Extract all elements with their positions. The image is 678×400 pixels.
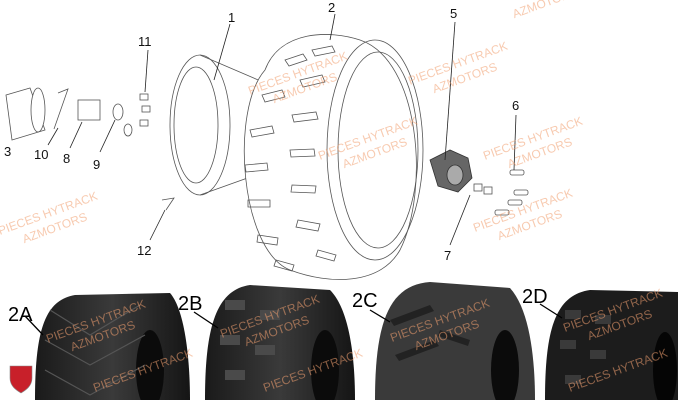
callout-12: 12 xyxy=(137,243,151,258)
callout-5: 5 xyxy=(450,6,457,21)
washer-part-9 xyxy=(112,103,133,137)
variant-leaders xyxy=(24,303,563,336)
callout-6: 6 xyxy=(512,98,519,113)
valve-part-12 xyxy=(161,197,175,211)
hub-cap-part-3 xyxy=(5,87,46,141)
callout-9: 9 xyxy=(93,157,100,172)
tire-part-2 xyxy=(243,34,424,280)
callout-2: 2 xyxy=(328,0,335,15)
callout-labels: 1 2 5 11 6 3 10 8 9 12 7 xyxy=(4,0,519,263)
variant-2d-label: 2D xyxy=(522,286,548,308)
tire-2d-photo xyxy=(545,290,678,400)
variant-2c-label: 2C xyxy=(352,290,378,312)
tire-2c-photo xyxy=(375,282,535,400)
brand-shield-logo xyxy=(9,365,33,394)
nuts-part-7 xyxy=(473,183,493,195)
variant-2a-label: 2A xyxy=(8,304,33,326)
callout-10: 10 xyxy=(34,147,48,162)
castle-nut-part-8 xyxy=(77,99,101,121)
tire-2a-photo xyxy=(35,293,190,400)
callout-7: 7 xyxy=(444,248,451,263)
callout-3: 3 xyxy=(4,144,11,159)
studs-part-6 xyxy=(494,169,529,216)
cotter-pin-part-10 xyxy=(53,88,69,130)
callout-11: 11 xyxy=(138,34,152,49)
callout-1: 1 xyxy=(228,10,235,25)
bolts-part-11 xyxy=(139,93,151,127)
leader-lines xyxy=(47,13,517,246)
tire-2b-photo xyxy=(205,285,355,400)
callout-8: 8 xyxy=(63,151,70,166)
hub-part-5 xyxy=(429,149,473,193)
watermark-text: AZMOTORS xyxy=(511,0,579,21)
variant-2b-label: 2B xyxy=(178,293,202,315)
